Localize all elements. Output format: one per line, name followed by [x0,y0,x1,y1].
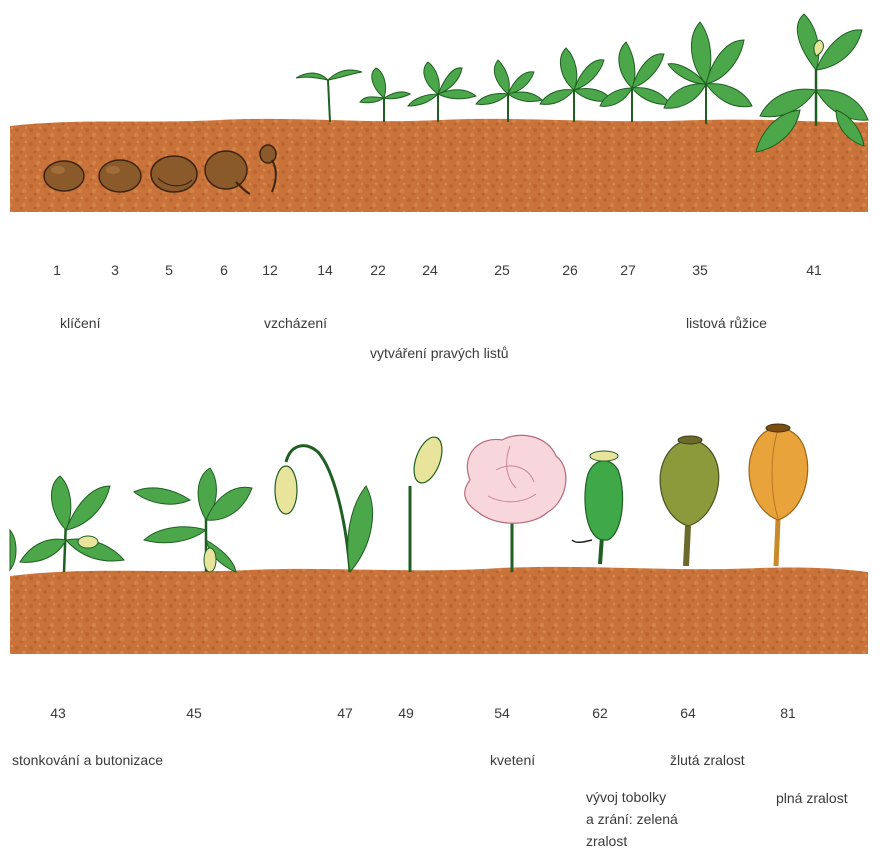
stage-number: 26 [550,262,590,278]
plant-stage-26 [540,48,612,122]
stage-number: 64 [668,705,708,721]
plant-stage-43 [10,476,124,572]
stage-number: 25 [482,262,522,278]
phase-label-full-maturity: plná zralost [776,790,848,806]
stage-number: 6 [204,262,244,278]
phase-label-capsule-development: vývoj tobolky a zrání: zelená zralost [586,786,678,852]
plant-stage-25 [476,60,542,122]
phase-label-stem-bud: stonkování a butonizace [12,752,163,768]
capsule-label-line: a zrání: zelená [586,808,678,830]
stage-number: 1 [37,262,77,278]
stage-number: 35 [680,262,720,278]
capsule-label-line: zralost [586,830,678,852]
stage-number: 3 [95,262,135,278]
stage-number: 5 [149,262,189,278]
stage-number: 22 [358,262,398,278]
phase-label-emergence: vzcházení [264,315,327,331]
stage-number: 27 [608,262,648,278]
stage-number: 49 [386,705,426,721]
capsule-stage-64 [660,436,719,566]
stage-number: 14 [305,262,345,278]
stage-number: 24 [410,262,450,278]
phase-label-flowering: kvetení [490,752,535,768]
plant-stage-45 [134,468,252,572]
stage-number: 47 [325,705,365,721]
stage-number: 45 [174,705,214,721]
plant-stage-35 [664,22,752,124]
phase-label-germination: klíčení [60,315,100,331]
capsule-stage-81 [749,424,808,566]
seed-stage-1 [44,161,84,191]
stage-number: 81 [768,705,808,721]
plant-stage-49 [409,433,448,572]
plant-stage-47 [275,446,373,572]
seedling-stage-22 [360,68,410,122]
capsule-label-line: vývoj tobolky [586,786,678,808]
plant-stage-27 [600,42,670,122]
phase-label-true-leaves: vytváření pravých listů [370,345,509,361]
stage-number: 12 [250,262,290,278]
stage-number: 43 [38,705,78,721]
seed-stage-5 [151,156,197,192]
phase-label-yellow-maturity: žlutá zralost [670,752,745,768]
soil-band-bottom [10,567,868,654]
seedling-stage-14 [296,70,362,122]
stage-number: 54 [482,705,522,721]
stage-number: 62 [580,705,620,721]
seedling-stage-24 [408,62,476,122]
flower-stage-54 [465,435,566,572]
phase-label-rosette: listová růžice [686,315,767,331]
soil-band-top [10,119,868,212]
seed-stage-3 [99,160,141,192]
stage-number: 41 [794,262,834,278]
capsule-stage-62 [572,451,623,564]
